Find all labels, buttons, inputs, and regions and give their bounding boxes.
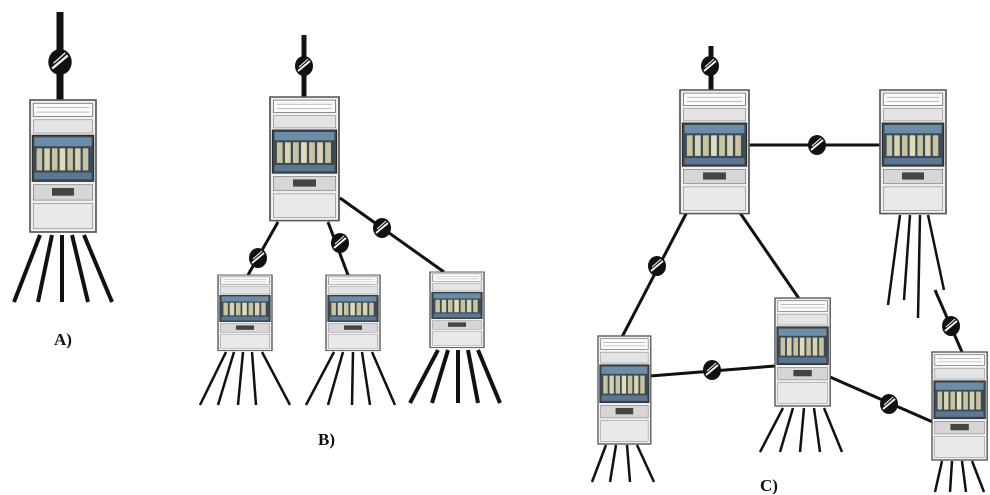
label-a: A) (54, 330, 72, 349)
line-connector-icon (702, 359, 722, 381)
line-connector-icon (647, 255, 667, 277)
line-connector-icon (700, 55, 720, 77)
topology-a (12, 12, 114, 303)
field-cables (590, 214, 986, 493)
server-cabinet-icon (269, 96, 340, 222)
server-cabinet-icon (29, 99, 97, 233)
line-connector-icon (879, 393, 899, 415)
line-connector-icon (941, 315, 961, 337)
line-connector-icon (807, 134, 827, 156)
line-connector-icon (372, 217, 392, 239)
line-connector-icon (330, 232, 350, 254)
line-connector-icon (248, 247, 268, 269)
server-cabinet-icon (325, 274, 381, 352)
field-cables (408, 349, 502, 404)
topology-b (198, 35, 502, 406)
server-cabinet-icon (679, 89, 750, 215)
field-cables (198, 351, 397, 406)
server-cabinet-icon (217, 274, 273, 352)
label-c: C) (760, 476, 778, 495)
server-cabinet-icon (597, 335, 652, 445)
server-cabinet-icon (879, 89, 947, 215)
server-cabinet-icon (931, 351, 988, 461)
line-connector-icon (294, 55, 314, 77)
topology-c (590, 46, 988, 493)
server-cabinet-icon (774, 297, 831, 407)
server-cabinet-icon (429, 271, 485, 349)
label-b: B) (318, 430, 335, 449)
field-cables (12, 234, 114, 303)
line-connector-icon (47, 47, 73, 77)
